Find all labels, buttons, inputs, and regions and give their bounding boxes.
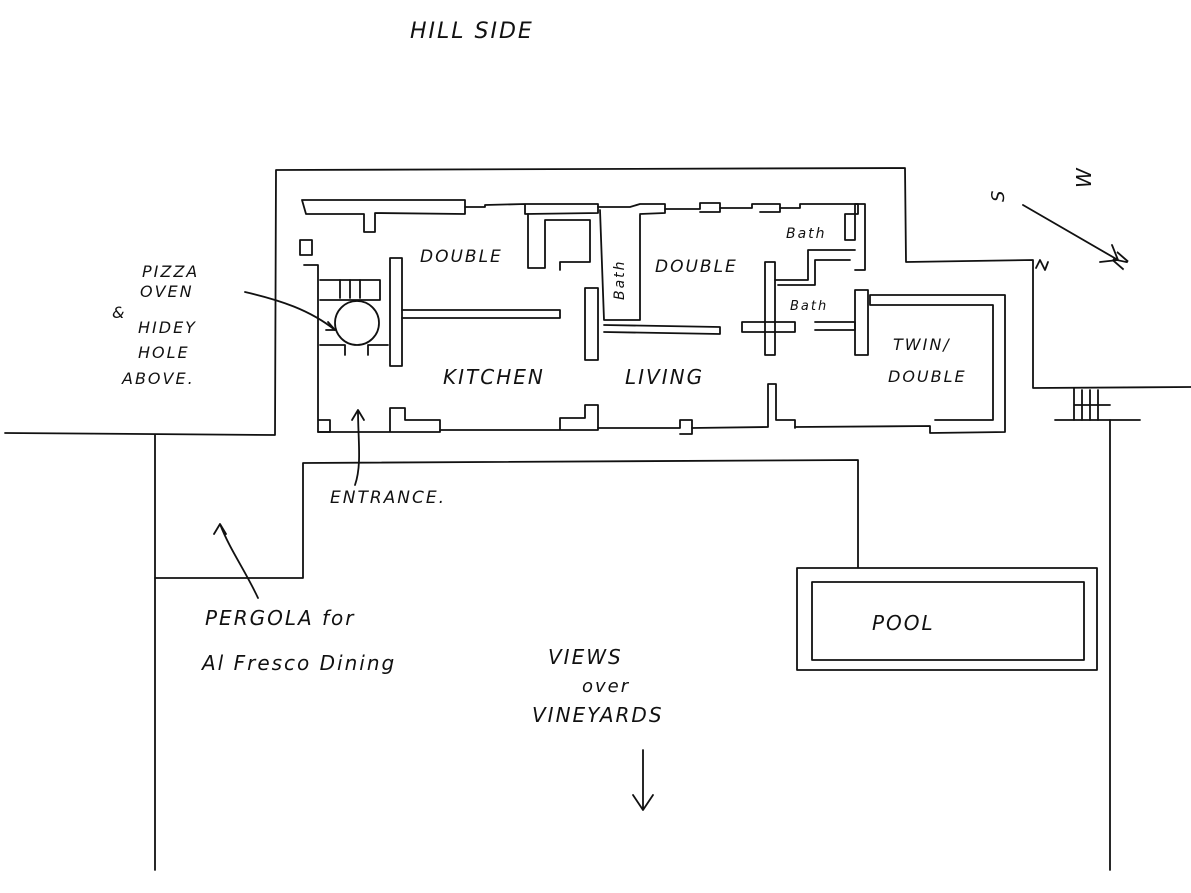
- room-label-double-1: DOUBLE: [420, 247, 503, 267]
- views-label-2: over: [582, 676, 630, 697]
- views-label-3: VINEYARDS: [532, 703, 664, 727]
- views-label-1: VIEWS: [548, 645, 623, 669]
- pizza-label-5: HOLE: [138, 343, 190, 362]
- room-label-kitchen: KITCHEN: [443, 365, 545, 389]
- room-label-bath-3: Bath: [790, 299, 828, 314]
- room-label-pool: POOL: [872, 611, 935, 635]
- steps: [1035, 259, 1111, 421]
- room-label-twin-1: TWIN/: [893, 335, 951, 354]
- pergola-label-2: Al Fresco Dining: [200, 651, 396, 675]
- pizza-label-6: ABOVE.: [121, 369, 195, 388]
- pizza-label-2: OVEN: [140, 282, 194, 301]
- room-label-living: LIVING: [625, 365, 704, 389]
- pizza-oven-arrow: [244, 291, 336, 331]
- compass-arrow: [1022, 204, 1119, 263]
- hill-side-label: HILL SIDE: [410, 19, 534, 44]
- pergola-arrow: [213, 523, 259, 599]
- compass-west: W: [1072, 166, 1096, 188]
- pergola-label-1: PERGOLA for: [205, 606, 356, 630]
- views-arrow: [632, 749, 654, 811]
- annotation-arrows: [213, 204, 1119, 811]
- pizza-label-4: HIDEY: [138, 318, 197, 337]
- room-label-double-2: DOUBLE: [655, 257, 738, 277]
- room-label-twin-2: DOUBLE: [888, 367, 967, 386]
- entrance-arrow: [351, 409, 365, 486]
- pizza-label-1: PIZZA: [142, 262, 199, 281]
- compass-south: S: [988, 189, 1009, 202]
- room-label-bath-1: Bath: [612, 259, 628, 300]
- house-walls: [299, 199, 1006, 435]
- pool: [796, 567, 1098, 671]
- pizza-label-3: &: [112, 303, 126, 322]
- pizza-oven: [319, 279, 389, 356]
- compass-north: N: [1106, 247, 1135, 274]
- entrance-label: ENTRANCE.: [330, 488, 446, 508]
- room-label-bath-2: Bath: [786, 226, 827, 242]
